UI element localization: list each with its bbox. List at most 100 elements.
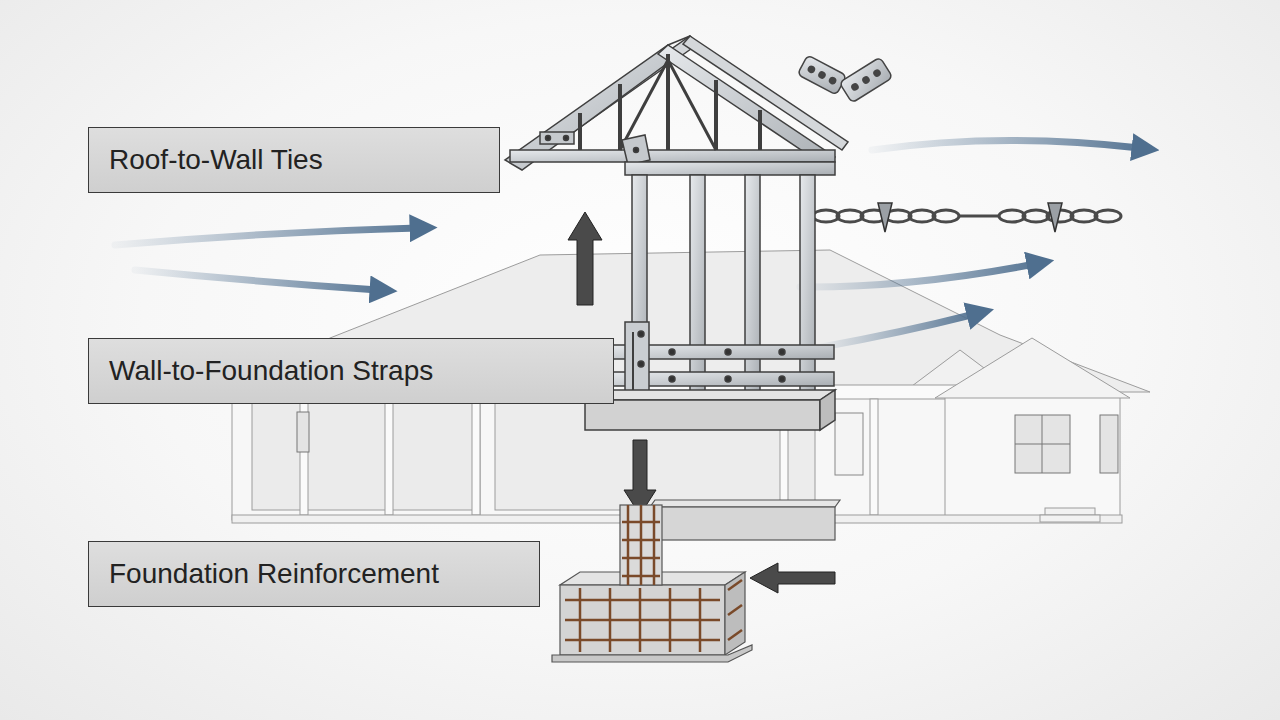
- plate-hole: [851, 83, 859, 91]
- roof-tie: [540, 132, 574, 144]
- rebar: [565, 619, 720, 622]
- bolt: [725, 349, 731, 355]
- bolt: [725, 376, 731, 382]
- ridge: [668, 36, 690, 45]
- load-path-chain: [813, 203, 1121, 232]
- tie-plate: [839, 57, 892, 103]
- house-wing: [232, 385, 492, 520]
- wind-arrow: [822, 314, 975, 347]
- label-band: Foundation Reinforcement: [88, 541, 540, 607]
- chain-link: [837, 210, 863, 222]
- slab-side: [820, 390, 835, 430]
- chain-link: [1071, 210, 1097, 222]
- house-window: [1100, 415, 1118, 473]
- porch-post: [870, 399, 878, 515]
- rebar: [565, 639, 720, 642]
- plate-hole: [873, 69, 881, 77]
- band-label: Wall-to-Foundation Straps: [109, 355, 433, 387]
- rebar: [699, 588, 702, 652]
- bottom-chord: [510, 150, 835, 162]
- chain-spike: [878, 203, 892, 232]
- tie-plates: [797, 55, 892, 103]
- wind-arrow: [135, 270, 378, 290]
- rebar: [669, 588, 672, 652]
- rebar: [565, 599, 720, 602]
- rebar: [639, 588, 642, 652]
- footing-base: [552, 645, 752, 662]
- window-bar: [1015, 444, 1070, 445]
- house-gable: [935, 338, 1130, 398]
- uplift-arrow: [568, 212, 602, 305]
- footing-side: [725, 572, 745, 655]
- lateral-arrow: [750, 563, 835, 593]
- stud: [690, 175, 705, 400]
- chain-link: [1023, 210, 1049, 222]
- bolt: [638, 331, 644, 337]
- label-band: Roof-to-Wall Ties: [88, 127, 500, 193]
- plate-hole: [807, 65, 815, 73]
- house-porch: [252, 400, 477, 510]
- truss-web: [666, 54, 670, 150]
- house-steps: [1040, 515, 1100, 522]
- grade-beam: [660, 507, 835, 540]
- chain-link: [999, 210, 1025, 222]
- plate-hole: [818, 71, 826, 79]
- chain-spike: [1048, 203, 1062, 232]
- plate: [839, 57, 892, 103]
- wind-arrow: [800, 264, 1035, 287]
- bolt: [564, 136, 569, 141]
- rebar: [622, 539, 660, 542]
- wind-arrow: [115, 228, 418, 245]
- band-label: Roof-to-Wall Ties: [109, 144, 323, 176]
- label-band: Wall-to-Foundation Straps: [88, 338, 614, 404]
- chain-link: [813, 210, 839, 222]
- house-wing: [945, 395, 1120, 520]
- rebar: [728, 605, 742, 615]
- stud: [800, 175, 815, 400]
- down-arrow: [624, 440, 656, 515]
- truss-web: [758, 110, 762, 150]
- wind-arrow: [872, 140, 1140, 150]
- slab: [585, 400, 820, 430]
- bolt: [669, 376, 675, 382]
- chain-link: [909, 210, 935, 222]
- rebar: [640, 505, 643, 585]
- house-window: [1015, 415, 1070, 473]
- band-label: Foundation Reinforcement: [109, 558, 439, 590]
- truss-web: [714, 80, 718, 150]
- house-body: [480, 395, 960, 520]
- chain-bar: [958, 215, 1000, 218]
- chain-link: [933, 210, 959, 222]
- truss-web: [668, 60, 716, 150]
- porch-post: [472, 399, 480, 515]
- tie-plate: [797, 55, 846, 95]
- roof-tie: [622, 135, 650, 165]
- strap-slot: [632, 332, 634, 398]
- bolt: [638, 361, 644, 367]
- bolt: [546, 136, 551, 141]
- chain-link: [1095, 210, 1121, 222]
- house-steps: [1045, 508, 1095, 515]
- top-plate: [625, 162, 835, 175]
- rebar: [622, 521, 660, 524]
- house-door: [835, 413, 863, 475]
- plate-hole: [829, 77, 837, 85]
- house-window: [297, 412, 309, 452]
- porch-post: [385, 399, 393, 515]
- rebar: [627, 505, 630, 585]
- rebar: [579, 588, 582, 652]
- plate: [797, 55, 846, 95]
- beam-top: [650, 500, 840, 507]
- rebar-grid: [565, 580, 742, 652]
- slab-top: [585, 390, 835, 400]
- bolt: [779, 349, 785, 355]
- plate-hole: [862, 76, 870, 84]
- rebar: [728, 580, 742, 590]
- stud: [745, 175, 760, 400]
- foundation: [552, 500, 840, 662]
- bolt: [634, 148, 639, 153]
- bolt: [669, 349, 675, 355]
- rebar: [622, 557, 660, 560]
